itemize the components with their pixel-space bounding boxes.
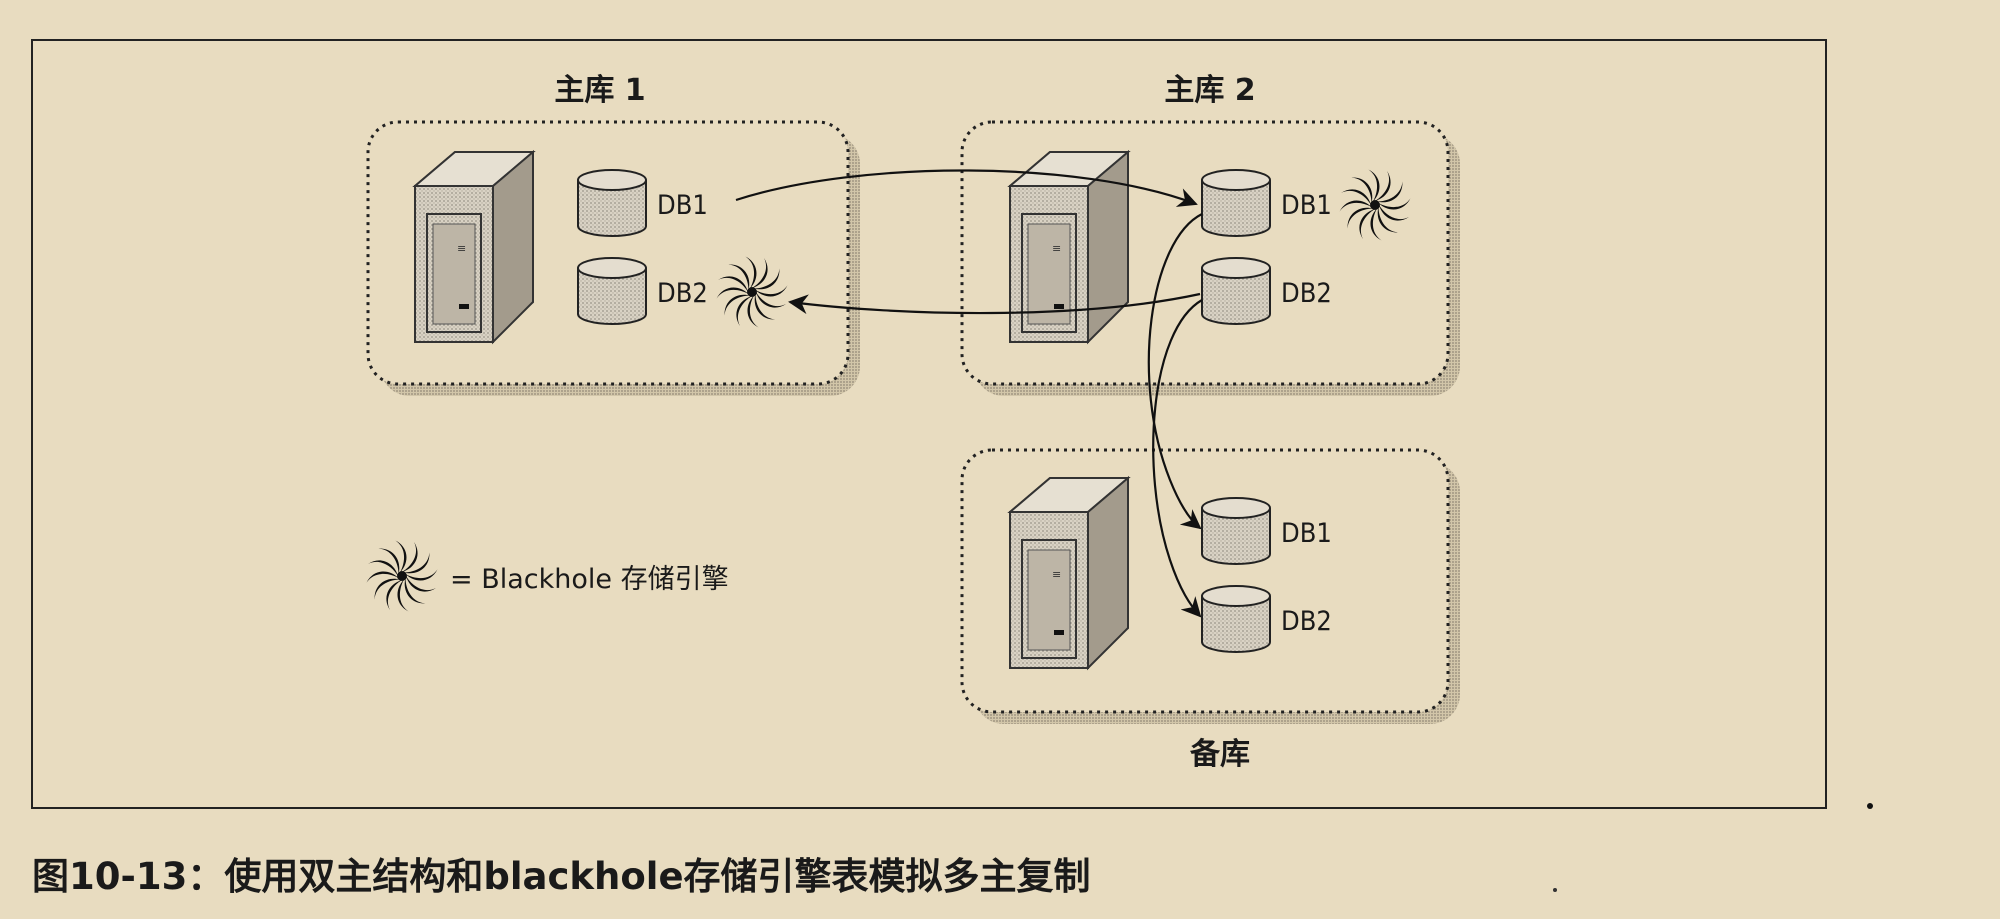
figure-frame bbox=[31, 39, 1827, 809]
master1-title: 主库 1 bbox=[554, 73, 645, 108]
master2-db1-cylinder-icon bbox=[1201, 169, 1271, 237]
legend-text: = Blackhole 存储引擎 bbox=[450, 564, 729, 595]
legend-blackhole-icon bbox=[364, 538, 440, 614]
arrow-master1-db1-to-master2-db1 bbox=[735, 169, 1198, 207]
master1-server-icon bbox=[414, 151, 534, 343]
replica-db1-cylinder-icon bbox=[1201, 497, 1271, 565]
replica-node: 备库 DB1 DB2 bbox=[960, 448, 1460, 772]
arrow-master2-db2-to-replica-db2 bbox=[1152, 299, 1203, 618]
master1-db1-cylinder-icon bbox=[577, 169, 647, 237]
master2-db2-label: DB2 bbox=[1281, 278, 1332, 309]
master2-db1-label: DB1 bbox=[1281, 190, 1332, 221]
print-speck bbox=[1553, 888, 1557, 892]
replica-db1-label: DB1 bbox=[1281, 518, 1332, 549]
master2-node: 主库 2 DB1 DB2 bbox=[960, 73, 1460, 396]
figure-caption: 图10-13：使用双主结构和blackhole存储引擎表模拟多主复制 bbox=[32, 855, 1091, 898]
arrow-master2-db1-to-replica-db1 bbox=[1147, 213, 1203, 530]
replica-server-icon bbox=[1009, 477, 1129, 669]
master2-server-icon bbox=[1009, 151, 1129, 343]
master2-title: 主库 2 bbox=[1164, 73, 1255, 108]
print-speck bbox=[1867, 803, 1873, 809]
replica-db2-cylinder-icon bbox=[1201, 585, 1271, 653]
legend: = Blackhole 存储引擎 bbox=[364, 538, 729, 614]
master1-db1-label: DB1 bbox=[657, 190, 708, 221]
replica-title: 备库 bbox=[1190, 737, 1250, 772]
master1-db2-cylinder-icon bbox=[577, 257, 647, 325]
arrow-master2-db2-to-master1-db2 bbox=[788, 292, 1201, 315]
replica-db2-label: DB2 bbox=[1281, 606, 1332, 637]
master1-db2-label: DB2 bbox=[657, 278, 708, 309]
master1-node: 主库 1 DB1 DB2 bbox=[366, 73, 860, 396]
master2-db2-cylinder-icon bbox=[1201, 257, 1271, 325]
